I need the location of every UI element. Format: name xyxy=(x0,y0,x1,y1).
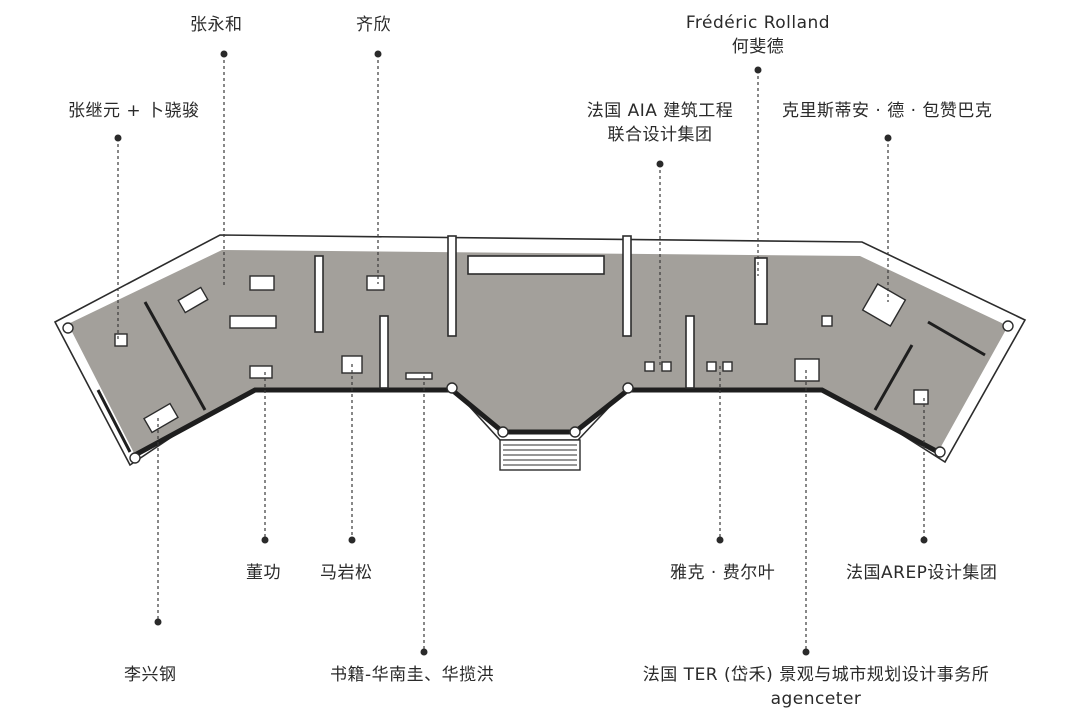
gallery-floor xyxy=(68,250,1008,455)
columns xyxy=(62,320,1014,464)
label-he-feide: 何斐德 xyxy=(731,37,785,57)
partition-walls xyxy=(96,235,986,453)
exhibit-pieces xyxy=(114,275,929,434)
label-christian: 克里斯蒂安 · 德 · 包赞巴克 xyxy=(782,101,993,121)
label-arep: 法国AREP设计集团 xyxy=(846,563,998,583)
leader-lines xyxy=(117,54,925,652)
bottom-wall-line xyxy=(133,387,940,458)
entrance-stairs xyxy=(499,439,581,471)
label-jacques: 雅克 · 费尔叶 xyxy=(670,563,776,583)
label-ma-yansong: 马岩松 xyxy=(320,563,373,583)
leader-dots xyxy=(114,50,928,656)
label-zhang-jiyuan: 张继元 + 卜骁骏 xyxy=(68,101,200,121)
label-frederic-rolland: Frédéric Rolland xyxy=(685,13,831,33)
label-aia-line1: 法国 AIA 建筑工程 xyxy=(586,101,734,121)
label-qi-xin: 齐欣 xyxy=(356,15,391,35)
label-ter-line2: agenceter xyxy=(770,689,862,709)
label-dong-gong: 董功 xyxy=(246,563,281,583)
label-aia-line2: 联合设计集团 xyxy=(607,125,713,145)
label-books: 书籍-华南圭、华揽洪 xyxy=(330,665,495,685)
label-zhang-yonghe: 张永和 xyxy=(190,15,243,35)
label-li-xinggang: 李兴钢 xyxy=(124,665,177,685)
label-ter-line1: 法国 TER (岱禾) 景观与城市规划设计事务所 xyxy=(642,665,990,685)
